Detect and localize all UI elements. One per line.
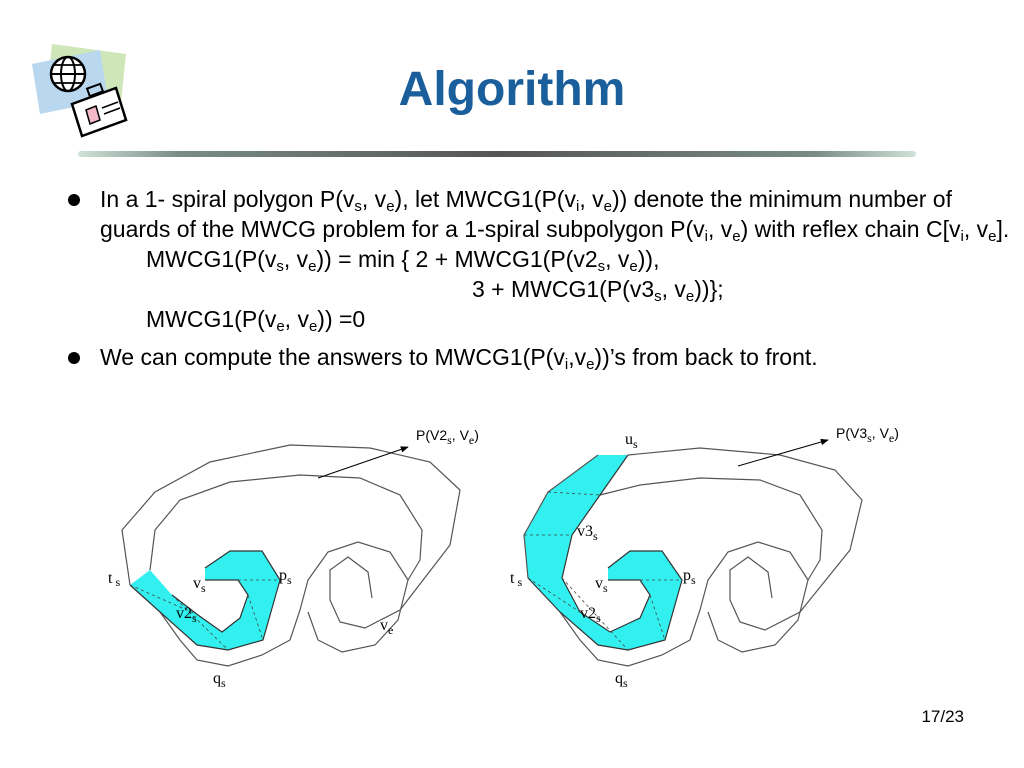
pointer-line bbox=[737, 438, 829, 467]
label-v3s: v3s bbox=[577, 523, 598, 543]
core-spiral bbox=[527, 550, 683, 651]
recurrence-line-2: 3 + MWCG1(P(v3s, ve))}; bbox=[472, 276, 724, 305]
bullet-item: We can compute the answers to MWCG1(P(vi… bbox=[62, 342, 1012, 372]
label-qs: qs bbox=[615, 670, 628, 690]
outer-boundary bbox=[121, 444, 461, 629]
dashed-chords bbox=[524, 491, 682, 651]
outer-boundary bbox=[627, 447, 863, 631]
bullet-text: We can compute the answers to MWCG1(P(vi… bbox=[100, 344, 818, 373]
reflex-chain bbox=[561, 454, 651, 633]
inner-boundary bbox=[559, 541, 809, 667]
bullet-list: In a 1- spiral polygon P(vs, ve), let MW… bbox=[62, 184, 1012, 372]
bullet-item: In a 1- spiral polygon P(vs, ve), let MW… bbox=[62, 184, 1012, 334]
guarded-region-v3 bbox=[524, 455, 682, 650]
recurrence-line-1: MWCG1(P(vs, ve)) = min { 2 + MWCG1(P(v2s… bbox=[146, 246, 660, 275]
label-qs: qs bbox=[213, 670, 226, 690]
bullet-text: In a 1- spiral polygon P(vs, ve), let MW… bbox=[100, 186, 1010, 245]
pointer-line bbox=[317, 446, 409, 479]
guarded-region-v2 bbox=[130, 551, 280, 650]
slide-title: Algorithm bbox=[398, 63, 626, 116]
label-vs: vs bbox=[595, 575, 608, 595]
right-spiral-polygon bbox=[523, 438, 863, 667]
outer-boundary bbox=[523, 454, 599, 579]
left-spiral-polygon bbox=[121, 444, 461, 667]
label-ps: ps bbox=[279, 567, 292, 587]
label-ps: ps bbox=[683, 567, 696, 587]
core-spiral bbox=[129, 550, 281, 651]
page-number: 17/23 bbox=[921, 707, 964, 726]
label-us: us bbox=[625, 431, 638, 451]
label-ve: ve bbox=[380, 617, 393, 637]
bullet-dot-icon bbox=[68, 352, 80, 364]
pointer-label-v2: P(V2s, Ve) bbox=[416, 427, 479, 447]
spiral-inner-wall bbox=[149, 474, 423, 581]
spiral-inner-wall bbox=[599, 477, 823, 581]
dashed-chords bbox=[129, 579, 280, 651]
title-divider bbox=[78, 151, 916, 157]
label-v2s: v2s bbox=[580, 605, 601, 625]
label-v2s: v2s bbox=[176, 605, 197, 625]
inner-boundary bbox=[159, 541, 409, 667]
base-case-line: MWCG1(P(ve, ve)) =0 bbox=[146, 306, 366, 335]
globe-briefcase-icon bbox=[32, 44, 128, 138]
bullet-dot-icon bbox=[68, 194, 80, 206]
pointer-label-v3: P(V3s, Ve) bbox=[836, 425, 899, 445]
label-vs: vs bbox=[193, 575, 206, 595]
